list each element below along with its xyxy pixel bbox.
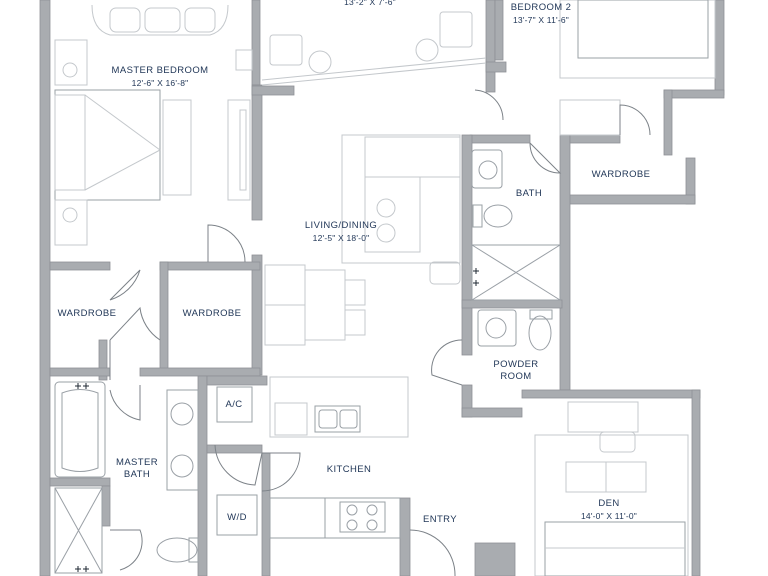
master-bath-label: MASTER BATH [116, 457, 158, 481]
powder-room-name: POWDER [493, 359, 539, 370]
walls [39, 0, 725, 576]
wd-name: W/D [227, 512, 247, 523]
wd-label: W/D [227, 512, 247, 524]
den-name: DEN [598, 498, 620, 509]
living-dining-label: LIVING/DINING 12'-5" X 18'-0" [305, 220, 377, 244]
bedroom2-label: BEDROOM 2 13'-7" X 11'-6" [511, 2, 572, 26]
den-dims: 14'-0" X 11'-0" [580, 511, 638, 521]
master-bedroom-name: MASTER BEDROOM [111, 65, 209, 76]
wardrobe-left-label: WARDROBE [58, 308, 117, 320]
powder-room-name2: ROOM [500, 371, 532, 382]
ac-name: A/C [225, 399, 243, 410]
plus-marks [75, 268, 479, 572]
balcony-label: 13'-2" X 7'-6" [344, 0, 396, 8]
master-bedroom-label: MASTER BEDROOM 12'-6" X 16'-8" [112, 65, 209, 89]
kitchen-name: KITCHEN [326, 464, 372, 475]
kitchen-label: KITCHEN [327, 464, 372, 476]
bath-label: BATH [516, 188, 542, 200]
powder-room-label: POWDER ROOM [493, 359, 538, 383]
master-bath-name2: BATH [123, 469, 151, 480]
furniture [54, 0, 716, 576]
bedroom2-name: BEDROOM 2 [510, 2, 572, 13]
wardrobe-bed2-name: WARDROBE [591, 169, 651, 180]
ac-label: A/C [225, 399, 242, 411]
master-bath-name: MASTER [116, 457, 158, 468]
balcony-dims: 13'-2" X 7'-6" [344, 0, 396, 7]
bath-name: BATH [515, 188, 543, 199]
living-dining-dims: 12'-5" X 18'-0" [312, 233, 370, 243]
master-bedroom-dims: 12'-6" X 16'-8" [131, 78, 189, 88]
wardrobe-left-name: WARDROBE [57, 308, 117, 319]
doors [109, 89, 651, 576]
wardrobe-mid-name: WARDROBE [182, 308, 242, 319]
den-label: DEN 14'-0" X 11'-0" [581, 498, 637, 522]
bedroom2-dims: 13'-7" X 11'-6" [512, 15, 570, 25]
entry-name: ENTRY [422, 514, 458, 525]
wardrobe-mid-label: WARDROBE [183, 308, 242, 320]
living-dining-name: LIVING/DINING [304, 220, 378, 231]
wardrobe-bed2-label: WARDROBE [592, 169, 651, 181]
entry-label: ENTRY [423, 514, 457, 526]
